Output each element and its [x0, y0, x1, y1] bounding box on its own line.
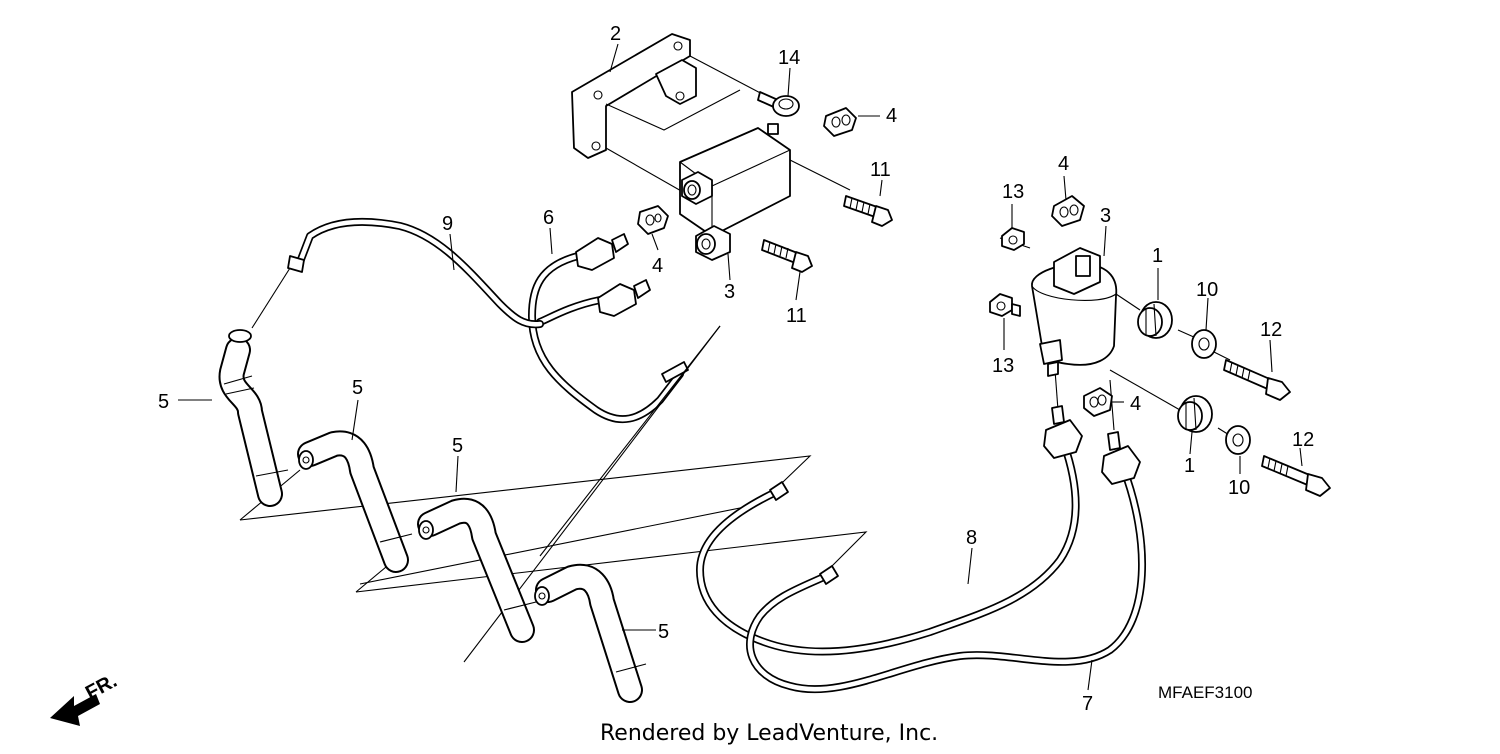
callout-4: 4 — [886, 105, 897, 127]
callout-5: 5 — [352, 377, 363, 399]
callout-9: 9 — [442, 213, 453, 235]
callout-3: 3 — [1100, 205, 1111, 227]
callout-4: 4 — [652, 255, 663, 277]
callout-10: 10 — [1196, 279, 1218, 301]
ignition-coil-right[interactable] — [1031, 247, 1118, 377]
callout-2: 2 — [610, 23, 621, 45]
callout-14: 14 — [778, 47, 800, 69]
nut-13-lower[interactable] — [989, 293, 1021, 317]
callout-4: 4 — [1058, 153, 1069, 175]
coil-terminal-upper — [681, 171, 713, 205]
bolt-11-lower[interactable] — [761, 239, 813, 273]
bolt-14[interactable] — [757, 91, 800, 117]
callout-5: 5 — [452, 435, 463, 457]
bolt-12-upper[interactable] — [1223, 359, 1291, 401]
plug-cap-4[interactable] — [534, 563, 647, 703]
bolt-11-upper[interactable] — [843, 195, 893, 227]
assembly-lines — [251, 55, 1235, 439]
callout-12: 12 — [1292, 429, 1314, 451]
nut-13-upper[interactable] — [1001, 227, 1025, 251]
callout-1: 1 — [1152, 245, 1163, 267]
lead-6[interactable] — [528, 233, 689, 423]
connector-upper — [575, 233, 629, 271]
coil-bracket[interactable] — [571, 33, 697, 159]
lead-7[interactable] — [746, 431, 1146, 694]
callout-13: 13 — [1002, 181, 1024, 203]
callout-4: 4 — [1130, 393, 1141, 415]
plug-cap-1[interactable] — [218, 329, 289, 507]
callout-1: 1 — [1184, 455, 1195, 477]
plug-cap-2[interactable] — [297, 430, 413, 573]
callout-labels: 2 14 4 11 9 6 4 3 11 4 13 3 1 10 12 13 4… — [158, 23, 1314, 715]
clip-4-right-bottom[interactable] — [1083, 387, 1113, 417]
callout-5: 5 — [658, 621, 669, 643]
clip-4-top[interactable] — [823, 107, 857, 137]
bolt-12-lower[interactable] — [1261, 455, 1331, 497]
lead-9[interactable] — [287, 217, 544, 329]
coil-terminal-lower — [695, 225, 731, 261]
callout-7: 7 — [1082, 693, 1093, 715]
callout-12: 12 — [1260, 319, 1282, 341]
callout-13: 13 — [992, 355, 1014, 377]
callout-10: 10 — [1228, 477, 1250, 499]
ignition-coil-left[interactable] — [679, 123, 791, 261]
front-arrow-icon — [50, 694, 100, 726]
lead-8[interactable] — [696, 405, 1083, 656]
grommet-1-upper[interactable] — [1137, 301, 1173, 339]
connector-lower — [597, 279, 651, 317]
diagram-code: MFAEF3100 — [1158, 683, 1253, 702]
callout-11: 11 — [786, 305, 807, 327]
plug-cap-3[interactable] — [417, 497, 537, 643]
collar-10-lower[interactable] — [1225, 425, 1251, 455]
grommet-1-lower[interactable] — [1177, 395, 1213, 433]
callout-5: 5 — [158, 391, 169, 413]
callout-3: 3 — [724, 281, 735, 303]
credit-text: Rendered by LeadVenture, Inc. — [600, 721, 938, 746]
clip-4-right-top[interactable] — [1051, 195, 1085, 227]
collar-10-upper[interactable] — [1191, 329, 1217, 359]
callout-6: 6 — [543, 207, 554, 229]
callout-11: 11 — [870, 159, 891, 181]
front-direction-marker: FR. — [50, 670, 121, 726]
clip-4-middle[interactable] — [637, 205, 669, 235]
callout-8: 8 — [966, 527, 977, 549]
